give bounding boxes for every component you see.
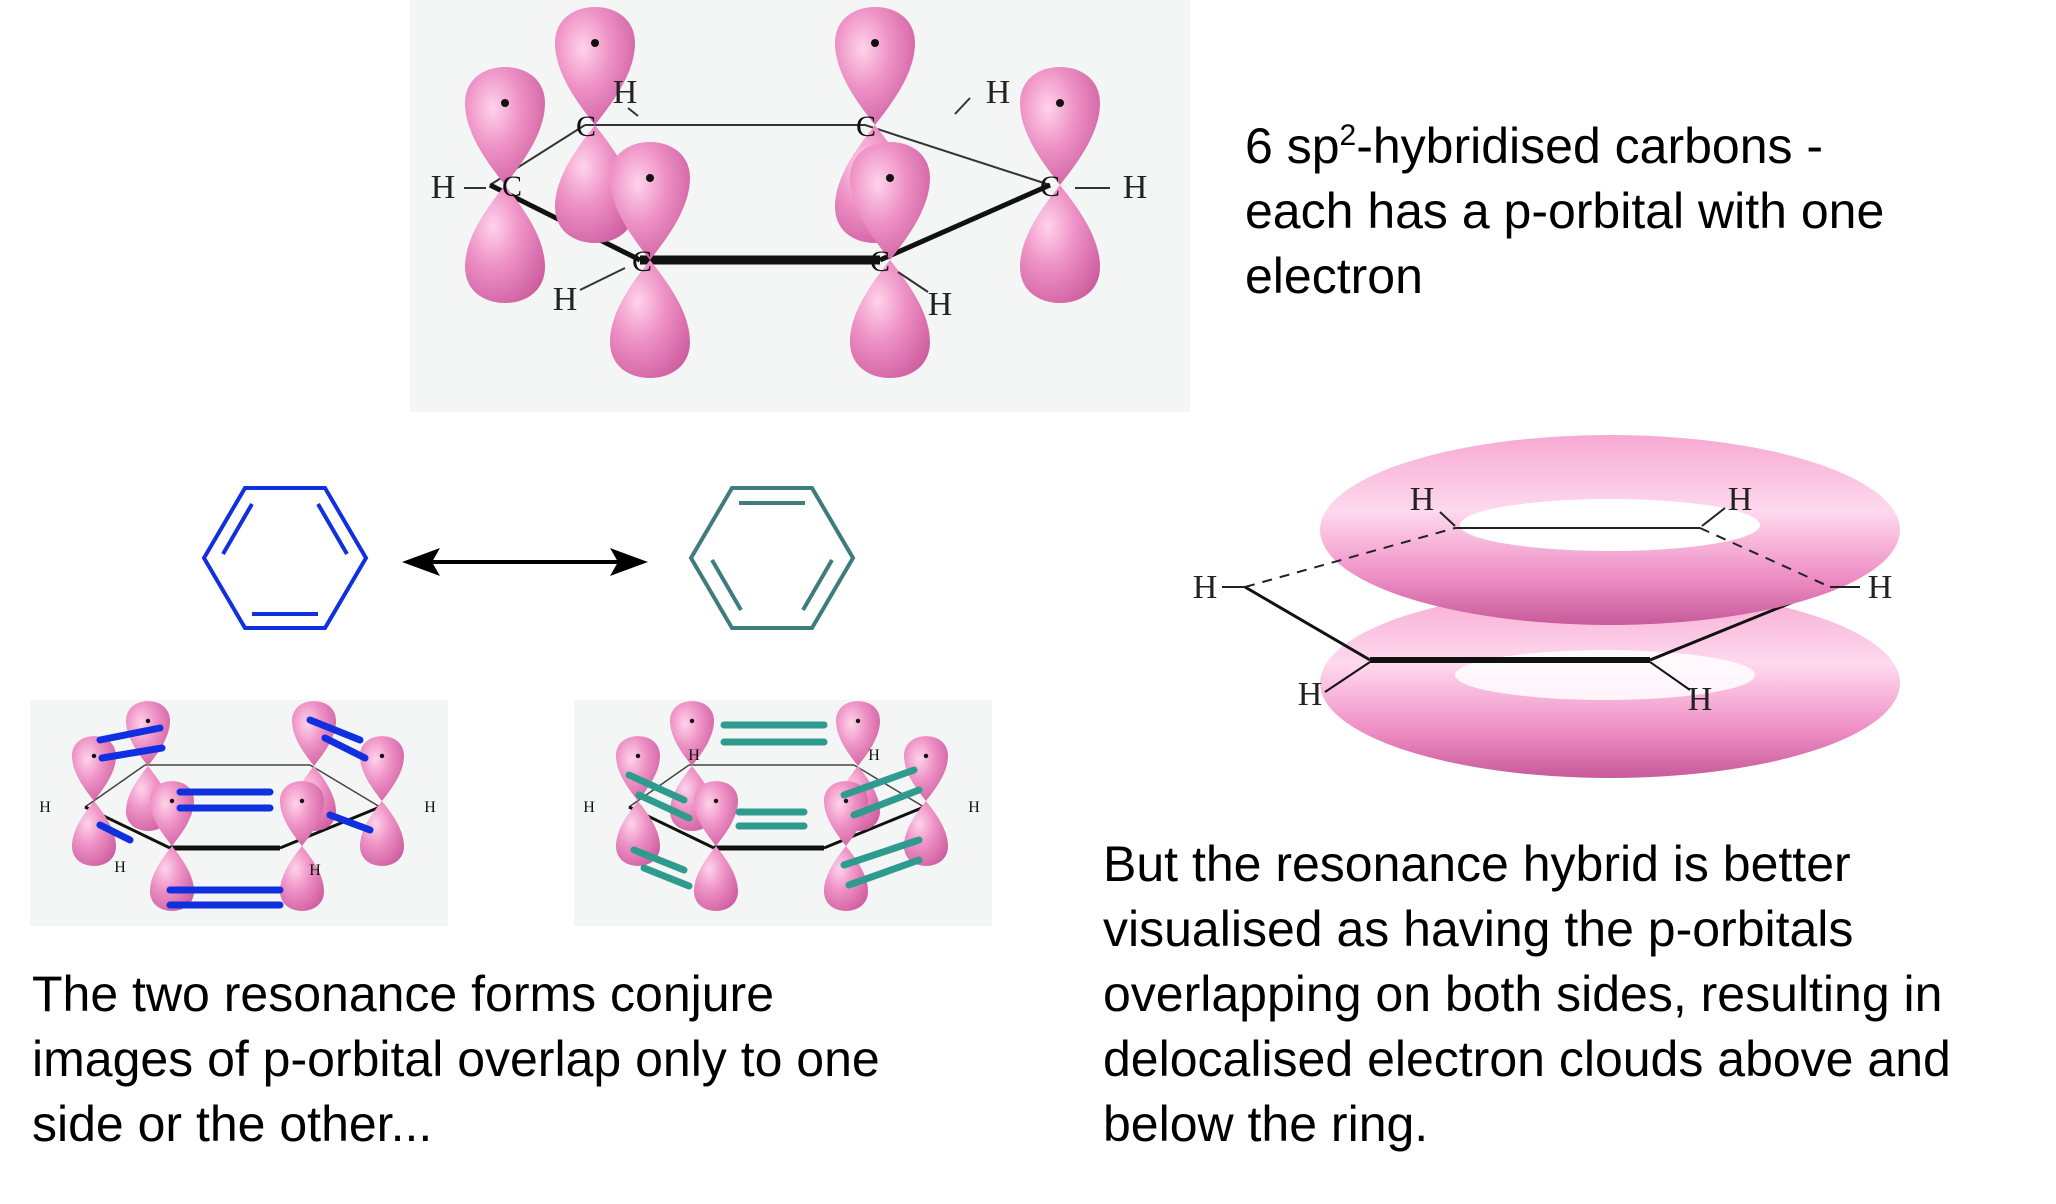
upper-electron-cloud bbox=[1320, 435, 1900, 625]
sp2-caption: 6 sp2-hybridised carbons - each has a p-… bbox=[1245, 103, 2035, 309]
caption-line: visualised as having the p-orbitals bbox=[1103, 901, 1854, 957]
hydrogen-label: H bbox=[114, 859, 126, 876]
top-orbital-diagram: C C C C C C H H H H H H bbox=[410, 0, 1190, 412]
caption-line: each has a p-orbital with one bbox=[1245, 183, 1885, 239]
caption-line: below the ring. bbox=[1103, 1096, 1429, 1152]
hydrogen-label: H bbox=[868, 747, 880, 764]
hydrogen-label: H bbox=[1728, 481, 1753, 518]
hydrogen-label: H bbox=[1193, 569, 1218, 606]
resonance-arrow bbox=[402, 548, 648, 576]
lower-electron-cloud bbox=[1320, 588, 1900, 778]
caption-line: But the resonance hybrid is better bbox=[1103, 836, 1851, 892]
caption-text: 6 sp bbox=[1245, 118, 1340, 174]
resonance-caption: The two resonance forms conjure images o… bbox=[32, 962, 1012, 1157]
delocalised-cloud-diagram: H H H H H H bbox=[1190, 430, 1930, 810]
hydrogen-label: H bbox=[1298, 676, 1323, 713]
caption-line: 6 sp2-hybridised carbons - bbox=[1245, 103, 2035, 179]
caption-line: images of p-orbital overlap only to one bbox=[32, 1031, 880, 1087]
hydrogen-label: H bbox=[613, 74, 638, 111]
teal-overlap-marks bbox=[625, 721, 923, 890]
teal-overlap-diagram: H H H H bbox=[574, 700, 992, 926]
hydrogen-label: H bbox=[583, 799, 595, 816]
hydrogen-label: H bbox=[431, 169, 456, 206]
top-orbital-svg: C C C C C C H H H H H H bbox=[431, 7, 1148, 378]
caption-text: -hybridised carbons - bbox=[1356, 118, 1824, 174]
blue-overlap-marks bbox=[96, 716, 374, 909]
hydrogen-label: H bbox=[968, 799, 980, 816]
carbon-label: C bbox=[502, 170, 522, 203]
hydrogen-label: H bbox=[1410, 481, 1435, 518]
carbon-label: C bbox=[576, 110, 596, 143]
hydrogen-label: H bbox=[986, 74, 1011, 111]
hydrogen-label: H bbox=[1868, 569, 1893, 606]
kekule-structure-blue bbox=[201, 486, 369, 630]
hydrogen-label: H bbox=[928, 286, 953, 323]
hydrogen-label: H bbox=[39, 799, 51, 816]
hydrogen-label: H bbox=[424, 799, 436, 816]
caption-line: delocalised electron clouds above and bbox=[1103, 1031, 1951, 1087]
hydrogen-label: H bbox=[553, 281, 578, 318]
hydrogen-label: H bbox=[688, 747, 700, 764]
resonance-structures bbox=[201, 486, 856, 630]
carbon-label: C bbox=[870, 245, 890, 278]
blue-overlap-diagram: H H H H bbox=[30, 700, 448, 926]
kekule-structure-teal bbox=[688, 486, 856, 630]
hybrid-caption: But the resonance hybrid is better visua… bbox=[1103, 832, 2053, 1157]
caption-line: The two resonance forms conjure bbox=[32, 966, 775, 1022]
caption-line: side or the other... bbox=[32, 1096, 433, 1152]
carbon-label: C bbox=[632, 245, 652, 278]
superscript: 2 bbox=[1339, 119, 1357, 152]
carbon-label: C bbox=[1040, 170, 1060, 203]
hydrogen-label: H bbox=[309, 862, 321, 879]
hydrogen-label: H bbox=[1123, 169, 1148, 206]
caption-line: electron bbox=[1245, 248, 1423, 304]
caption-line: overlapping on both sides, resulting in bbox=[1103, 966, 1943, 1022]
hydrogen-label: H bbox=[1688, 681, 1713, 718]
carbon-label: C bbox=[856, 110, 876, 143]
